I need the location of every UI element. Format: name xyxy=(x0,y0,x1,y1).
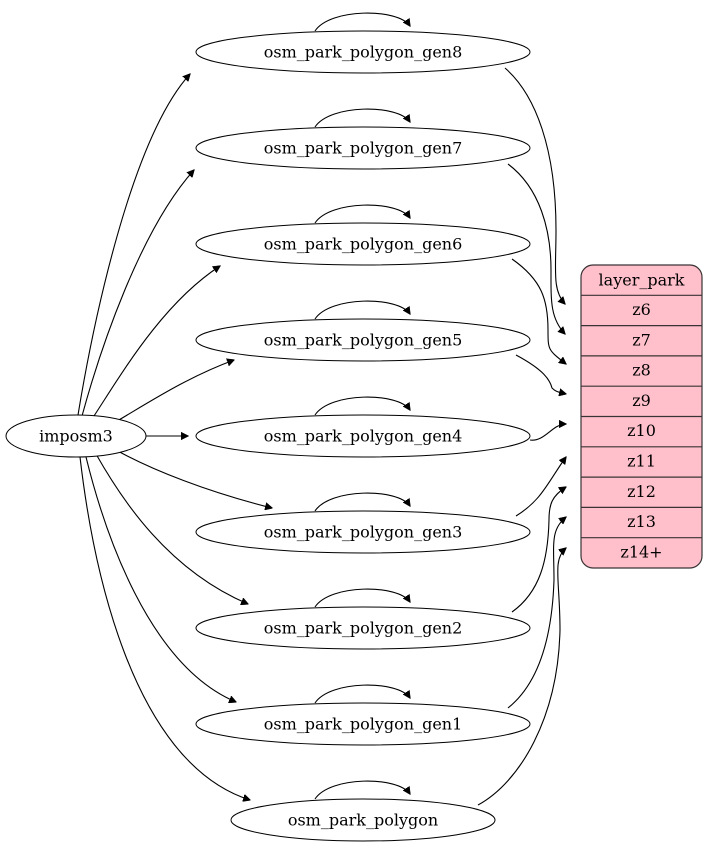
node-gen3-label: osm_park_polygon_gen3 xyxy=(264,523,463,542)
self-loop-gen8 xyxy=(314,12,410,32)
self-loop-gen7 xyxy=(314,108,410,128)
edge-gen2-to-z12 xyxy=(511,487,566,613)
table-cell-label: z14+ xyxy=(620,542,662,561)
edge-imposm3-to-gen7 xyxy=(81,170,194,417)
edge-gen3-to-z11 xyxy=(515,457,566,517)
edge-gen1-to-z13 xyxy=(507,517,566,709)
node-osm_park_polygon_gen4[interactable]: osm_park_polygon_gen4 xyxy=(195,396,531,458)
edges-imposm3-to-nodes xyxy=(77,74,272,800)
node-osm_park_polygon_gen3[interactable]: osm_park_polygon_gen3 xyxy=(195,492,531,554)
node-gen2-shape xyxy=(195,606,531,650)
table-row-z11[interactable]: z11 xyxy=(581,452,702,478)
node-osm_park_polygon_gen8[interactable]: osm_park_polygon_gen8 xyxy=(195,12,531,74)
table-cell-label: z9 xyxy=(632,391,651,410)
table-cell-label: z12 xyxy=(627,482,656,501)
edge-imposm3-to-gen2 xyxy=(95,453,248,604)
edge-imposm3-to-gen6 xyxy=(91,266,220,420)
self-loop-osm_park_polygon xyxy=(314,780,410,800)
table-row-z8[interactable]: z8 xyxy=(581,361,702,387)
node-osm_park_polygon_gen5[interactable]: osm_park_polygon_gen5 xyxy=(195,300,531,362)
table-cell-label: z6 xyxy=(632,300,651,319)
node-gen6-label: osm_park_polygon_gen6 xyxy=(264,235,463,254)
edge-imposm3-to-gen5 xyxy=(111,360,234,425)
table-header-row: layer_park xyxy=(581,271,702,296)
edge-imposm3-to-gen3 xyxy=(115,449,272,508)
edge-imposm3-to-osm_park_polygon xyxy=(79,456,250,800)
self-loop-gen3 xyxy=(314,492,410,512)
edge-imposm3-to-gen8 xyxy=(77,74,190,416)
table-row-z13[interactable]: z13 xyxy=(581,512,702,539)
edge-gen8-to-z6 xyxy=(504,67,565,304)
table-cell-label: z11 xyxy=(627,452,656,471)
node-gen8-label: osm_park_polygon_gen8 xyxy=(264,43,463,62)
table-row-z7[interactable]: z7 xyxy=(581,330,702,357)
self-loop-gen5 xyxy=(314,300,410,320)
edge-gen7-to-z7 xyxy=(507,163,565,334)
edge-gen5-to-z9 xyxy=(515,354,566,394)
self-loop-gen6 xyxy=(314,204,410,224)
node-gen5-label: osm_park_polygon_gen5 xyxy=(264,331,463,350)
node-gen2-label: osm_park_polygon_gen2 xyxy=(264,619,463,638)
node-osm_park_polygon-shape xyxy=(230,798,496,842)
node-gen7-shape xyxy=(195,126,531,170)
self-loop-gen2 xyxy=(314,588,410,608)
table-cell-label: z7 xyxy=(632,330,651,349)
node-imposm3[interactable]: imposm3 xyxy=(5,414,147,458)
node-osm_park_polygon_gen1[interactable]: osm_park_polygon_gen1 xyxy=(195,684,531,746)
table-row-z14plus[interactable]: z14+ xyxy=(620,542,662,561)
node-imposm3-shape xyxy=(5,414,147,458)
table-row-z9[interactable]: z9 xyxy=(581,391,702,418)
node-gen5-shape xyxy=(195,318,531,362)
node-gen6-shape xyxy=(195,222,531,266)
node-osm_park_polygon_gen7[interactable]: osm_park_polygon_gen7 xyxy=(195,108,531,170)
table-cell-label: z13 xyxy=(627,512,656,531)
node-gen3-shape xyxy=(195,510,531,554)
node-gen4-label: osm_park_polygon_gen4 xyxy=(264,427,463,446)
node-osm_park_polygon[interactable]: osm_park_polygon xyxy=(230,780,496,842)
node-gen4-shape xyxy=(195,414,531,458)
table-row-z10[interactable]: z10 xyxy=(581,421,702,448)
edges-nodes-to-table xyxy=(477,67,566,806)
nodes-layer: imposm3 osm_park_polygon_gen8 osm_park_p… xyxy=(5,12,531,842)
layer-park-table[interactable]: layer_park z6 z7 z8 z9 z10 xyxy=(580,264,703,569)
node-osm_park_polygon_gen2[interactable]: osm_park_polygon_gen2 xyxy=(195,588,531,650)
edge-osm_park_polygon-to-z14 xyxy=(477,548,566,806)
table-cell-label: z8 xyxy=(632,361,651,380)
table-header-label: layer_park xyxy=(599,271,685,290)
node-gen7-label: osm_park_polygon_gen7 xyxy=(264,139,463,158)
table-cell-label: z10 xyxy=(627,421,656,440)
edge-gen4-to-z10 xyxy=(529,424,566,441)
table-row-z12[interactable]: z12 xyxy=(581,482,702,508)
node-osm_park_polygon-label: osm_park_polygon xyxy=(288,811,438,830)
node-gen1-shape xyxy=(195,702,531,746)
node-gen8-shape xyxy=(195,30,531,74)
edge-imposm3-to-gen1 xyxy=(85,456,236,702)
node-osm_park_polygon_gen6[interactable]: osm_park_polygon_gen6 xyxy=(195,204,531,266)
table-row-z6[interactable]: z6 xyxy=(581,300,702,327)
self-loop-gen1 xyxy=(314,684,410,704)
edge-gen6-to-z8 xyxy=(511,258,566,364)
self-loop-gen4 xyxy=(314,396,410,416)
node-gen1-label: osm_park_polygon_gen1 xyxy=(264,715,463,734)
node-imposm3-label: imposm3 xyxy=(39,427,113,446)
